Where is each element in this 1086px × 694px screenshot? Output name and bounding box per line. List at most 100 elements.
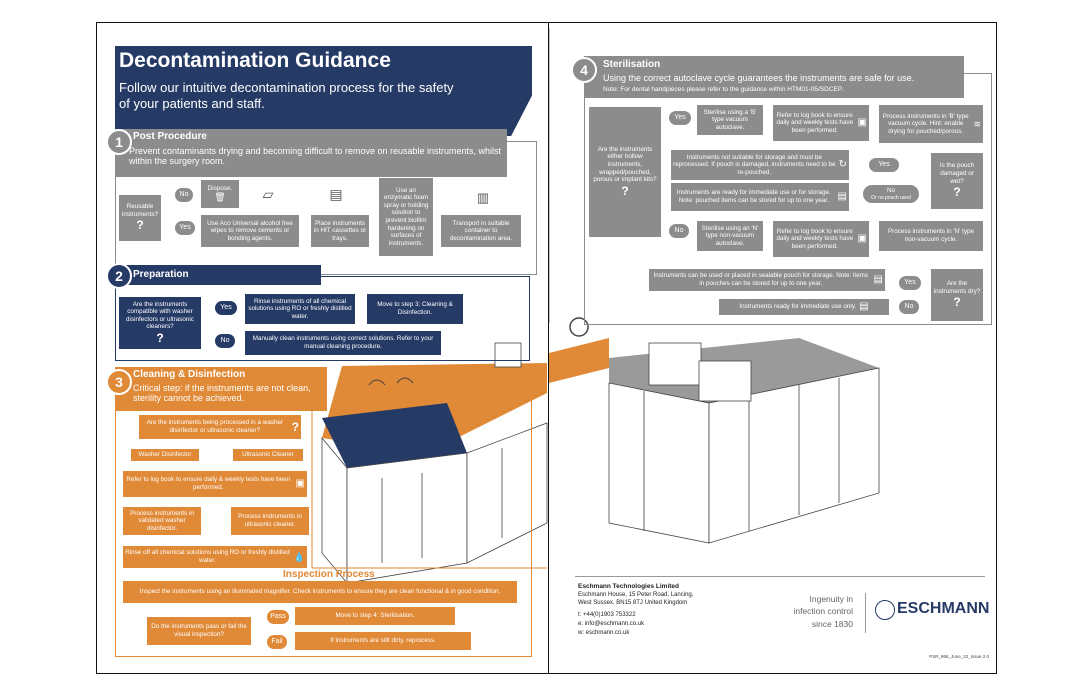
logbook-icon: ▣ — [857, 233, 867, 244]
step4-description: Using the correct autoclave cycle guaran… — [603, 73, 915, 83]
rinse-box: Rinse instruments of all chemical soluti… — [245, 294, 355, 324]
pouch-no-text: No — [886, 187, 896, 195]
eschmann-logo-icon — [875, 600, 895, 620]
step2-heading: Preparation — [133, 269, 189, 280]
b-vacuum-box: Sterilise using a 'B' type vacuum autocl… — [697, 105, 763, 135]
reusable-question: Reusable instruments? — [121, 203, 159, 218]
pouch-yes-pill: Yes — [869, 158, 899, 172]
footer-brand: ESCHMANN — [897, 600, 990, 617]
ready-storage-text: Instruments are ready for immediate use … — [676, 189, 831, 204]
reusable-no-pill: No — [175, 188, 193, 202]
step4-heading: Sterilisation — [603, 59, 661, 70]
rinse-off-text: Rinse off all chemical solutions using R… — [125, 549, 290, 564]
step2-number: 2 — [106, 263, 132, 289]
page-subtitle: Follow our intuitive decontamination pro… — [119, 80, 454, 112]
not-suitable-text: Instruments not suitable for storage and… — [673, 153, 836, 176]
footer-address2: West Sussex, BN15 8TJ United Kingdom — [578, 600, 688, 606]
page-title: Decontamination Guidance — [119, 49, 391, 72]
reusable-yes-pill: Yes — [175, 221, 195, 235]
step4-number: 4 — [571, 57, 597, 83]
spray-box: Use an enzymatic foam spray or holding s… — [379, 178, 433, 256]
footer-web: w: eschmann.co.uk — [578, 630, 630, 636]
question-icon: ? — [291, 419, 299, 434]
dispose-box: Dispose. 🗑 — [201, 180, 239, 208]
title-banner — [115, 46, 532, 136]
footer-code: PSR_868_June_22_Issue 2.0 — [929, 654, 989, 659]
hollow-yes-pill: Yes — [669, 111, 691, 125]
footer-email: e: info@eschmann.co.uk — [578, 621, 645, 627]
compatible-no-pill: No — [215, 334, 235, 348]
footer-vertical-rule — [865, 593, 866, 633]
pouch-question: Is the pouch damaged or wet? — [939, 162, 975, 185]
pass-pill: Pass — [267, 610, 289, 624]
footer-company: Eschmann Technologies Limited — [578, 583, 680, 590]
washer-box: Washer Disinfector — [131, 449, 199, 461]
left-page: Decontamination Guidance Follow our intu… — [96, 22, 549, 674]
immediate-use-text: Instruments ready for immediate use only… — [739, 303, 857, 311]
sterilisation-room-illustration — [549, 28, 880, 544]
refresh-icon: ↻ — [838, 159, 847, 170]
footer-tag1: Ingenuity in — [809, 594, 853, 604]
pouch-question-box: Is the pouch damaged or wet? ? — [931, 153, 983, 209]
hollow-no-pill: No — [669, 224, 689, 238]
step2-frame — [115, 276, 530, 361]
wipes-box: Use Aco Universal alcohol free wipes to … — [201, 215, 299, 247]
logbook-box: Refer to log book to ensure daily & week… — [123, 471, 307, 497]
question-icon: ? — [156, 330, 164, 345]
footer-tel: t: +44(0)1903 753322 — [578, 612, 636, 618]
inspect-box: Inspect the instruments using an illumin… — [123, 581, 517, 603]
reprocess-box: If instruments are still dirty, reproces… — [295, 632, 471, 650]
used-pouch-box: Instruments can be used or placed in sea… — [649, 269, 885, 291]
decontamination-room-illustration — [311, 342, 548, 585]
dry-question: Are the instruments dry? — [933, 280, 981, 295]
step3-number: 3 — [106, 369, 132, 395]
transport-box: Transport in suitable container to decon… — [441, 215, 521, 247]
step4-note: Note: For dental handpieces please refer… — [603, 86, 844, 93]
step1-heading: Post Procedure — [133, 131, 207, 142]
footer-address1: Eschmann House, 15 Peter Road, Lancing, — [578, 592, 694, 598]
step3-frame — [115, 378, 532, 657]
step1-number: 1 — [106, 129, 132, 155]
question-icon: ? — [953, 295, 961, 310]
compatible-yes-pill: Yes — [215, 301, 237, 315]
logbook-text: Refer to log book to ensure daily & week… — [126, 476, 291, 491]
cassettes-box: Place instruments in HIT cassettes or tr… — [311, 215, 369, 247]
pass-question-box: Do the instruments pass or fail the visu… — [147, 617, 251, 645]
used-pouch-text: Instruments can be used or placed in sea… — [653, 272, 869, 287]
autoclave-icon: ▤ — [873, 274, 883, 285]
not-suitable-box: Instruments not suitable for storage and… — [671, 150, 849, 180]
step4-header-bar — [584, 56, 964, 98]
ready-storage-box: Instruments are ready for immediate use … — [671, 183, 849, 211]
or-no-pouch-text: Or no pouch used — [871, 194, 911, 201]
step1-header-bar — [115, 129, 507, 177]
manual-clean-box: Manually clean instruments using correct… — [245, 331, 441, 355]
immediate-use-box: Instruments ready for immediate use only… — [719, 299, 889, 315]
compatible-question-box: Are the instruments compatible with wash… — [119, 297, 201, 349]
rinse-off-box: Rinse off all chemical solutions using R… — [123, 546, 307, 568]
step3-critical: Critical step: if the instruments are no… — [133, 383, 311, 404]
compatible-question: Are the instruments compatible with wash… — [126, 300, 194, 331]
ultrasonic-process-box: Process instruments in ultrasonic cleane… — [231, 507, 309, 535]
log-n-box: Refer to log book to ensure daily and we… — [773, 221, 869, 257]
hollow-question: Are the instruments either hollow instru… — [593, 145, 657, 184]
ultrasonic-box: Ultrasonic Cleaner — [233, 449, 303, 461]
footer-divider — [575, 576, 985, 577]
n-cycle-box: Process instruments in 'N' type non-vacu… — [879, 221, 983, 251]
question-icon: ? — [621, 183, 629, 198]
hollow-question-box: Are the instruments either hollow instru… — [589, 107, 661, 237]
footer-tag3: since 1830 — [811, 619, 853, 629]
b-cycle-text: Process instruments in 'B' type vacuum c… — [882, 112, 969, 135]
bin-icon: 🗑 — [214, 192, 226, 203]
reusable-question-box: Reusable instruments? ? — [119, 195, 161, 241]
autoclave-icon: ▤ — [859, 301, 869, 312]
pouch-no-pill: No Or no pouch used — [863, 185, 919, 203]
dry-yes-pill: Yes — [899, 276, 921, 290]
dry-question-box: Are the instruments dry? ? — [931, 269, 983, 321]
drop-icon: 💧 — [293, 551, 305, 562]
autoclave-icon: ▤ — [837, 191, 847, 202]
footer-tag2: infection control — [793, 606, 853, 616]
step3-heading: Cleaning & Disinfection — [133, 369, 246, 380]
log-n-text: Refer to log book to ensure daily and we… — [776, 227, 854, 250]
log-b-text: Refer to log book to ensure daily and we… — [776, 111, 854, 134]
container-icon: ▥ — [476, 190, 490, 206]
